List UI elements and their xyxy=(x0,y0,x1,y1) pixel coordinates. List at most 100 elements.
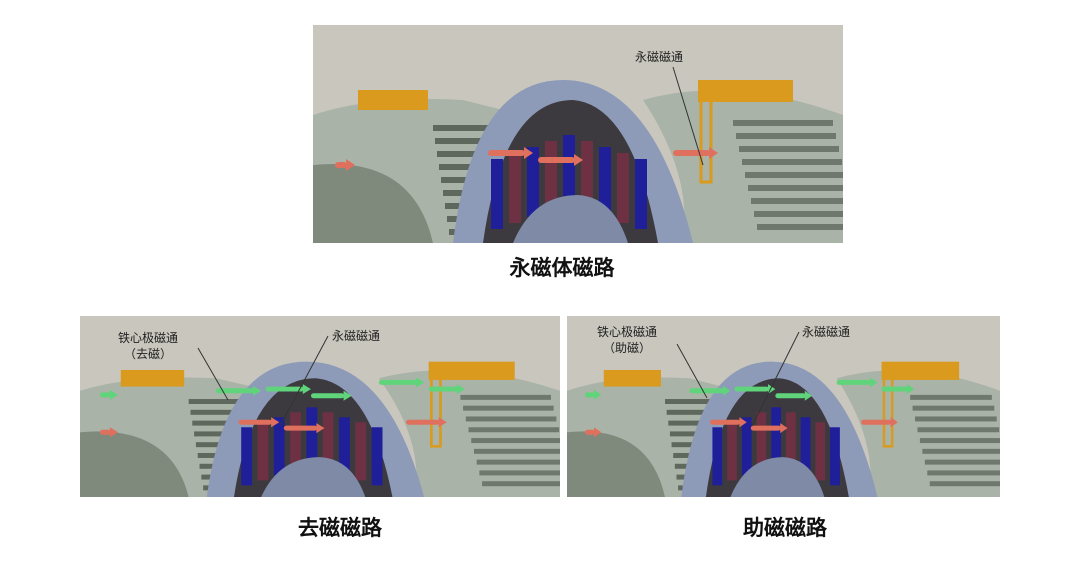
flux-arrow xyxy=(750,425,782,431)
flux-arrow xyxy=(378,379,417,385)
flux-arrow-head xyxy=(109,389,119,400)
flux-arrow-head xyxy=(890,417,898,428)
flux-arrow-head xyxy=(709,147,718,159)
flux-arrow-head xyxy=(906,384,915,395)
flux-arrow-head xyxy=(524,147,533,159)
pm-flux-label: 永磁磁通 xyxy=(802,325,851,339)
flux-arrow-head xyxy=(456,384,465,395)
stator-slot xyxy=(924,459,1000,465)
stator-slot xyxy=(463,405,554,411)
magnet xyxy=(273,417,285,476)
flux-arrow-head xyxy=(438,417,447,428)
stator-slot xyxy=(745,172,843,178)
magnet xyxy=(355,422,367,481)
stator-slot xyxy=(912,405,995,411)
stator-slot xyxy=(927,470,1000,476)
magnet xyxy=(322,412,334,471)
stator-slot xyxy=(757,224,843,230)
stator-slot xyxy=(739,146,839,152)
flux-arrow xyxy=(265,386,304,392)
coil-side xyxy=(882,366,894,448)
demagnetizing-path-figure: 铁心极磁通（去磁） 永磁磁通 xyxy=(80,316,560,497)
magnet xyxy=(339,417,350,476)
flux-arrow xyxy=(836,379,871,385)
magnetizing-path-figure: 铁心极磁通（助磁） 永磁磁通 xyxy=(567,316,1000,497)
magnet xyxy=(712,427,723,486)
rotor-hub xyxy=(730,457,825,497)
flux-arrow-head xyxy=(416,377,425,388)
stator-slot xyxy=(754,211,843,217)
magnet xyxy=(727,422,737,481)
magnet xyxy=(306,407,318,466)
magnet xyxy=(800,417,811,476)
flux-arrow-head xyxy=(346,159,355,171)
magnet xyxy=(581,141,593,211)
flux-arrow xyxy=(673,150,710,156)
flux-arrow-head xyxy=(593,427,602,438)
stator-slot xyxy=(468,427,560,433)
flux-arrow xyxy=(584,429,595,435)
stator-bore xyxy=(80,431,189,497)
stator-slot xyxy=(917,427,1000,433)
stator-slot xyxy=(473,448,560,454)
magnet xyxy=(491,159,503,229)
stator-slot xyxy=(665,399,739,405)
stator-bore xyxy=(313,163,433,243)
stator-bore xyxy=(567,431,666,497)
flux-arrow xyxy=(99,429,111,435)
flux-arrow xyxy=(238,419,272,425)
stator-slot xyxy=(910,394,992,400)
flux-arrow xyxy=(428,386,458,392)
coil xyxy=(881,361,960,380)
coil xyxy=(698,80,793,102)
pm-flux-path-figure: 永磁磁通 xyxy=(313,25,843,243)
magnet xyxy=(741,417,752,476)
stator-slot xyxy=(919,438,1000,444)
magnet xyxy=(509,153,521,223)
magnet xyxy=(617,153,629,223)
magnet xyxy=(785,412,796,471)
magnet xyxy=(563,135,575,205)
flux-arrow-head xyxy=(109,427,119,438)
flux-arrow-head xyxy=(343,390,352,401)
stator-slot xyxy=(471,438,560,444)
stator-slot xyxy=(733,120,833,126)
core-flux-label: 铁心极磁通（去磁） xyxy=(118,331,179,361)
flux-arrow xyxy=(488,150,525,156)
stator-slot xyxy=(476,459,560,465)
flux-arrow-head xyxy=(574,154,583,166)
flux-arrow xyxy=(881,386,908,392)
stator-slot xyxy=(188,399,271,405)
coil xyxy=(428,361,515,380)
flux-arrow xyxy=(406,419,440,425)
flux-arrow xyxy=(584,392,595,398)
stator-slot xyxy=(479,470,560,476)
stator-slot xyxy=(922,448,1000,454)
magnet xyxy=(635,159,647,229)
magnet xyxy=(756,412,767,471)
flux-arrow xyxy=(538,157,575,163)
coil-side xyxy=(430,366,442,448)
magnet xyxy=(830,427,840,486)
stator-slot xyxy=(929,481,1000,487)
magnet xyxy=(241,427,253,486)
flux-arrow xyxy=(775,393,806,399)
flux-arrow xyxy=(283,425,318,431)
stator-slot xyxy=(482,481,560,487)
caption-magnetizing-path: 助磁磁路 xyxy=(743,515,827,540)
core-flux-label: 铁心极磁通（助磁） xyxy=(597,325,658,355)
magnet xyxy=(527,147,539,217)
flux-arrow-head xyxy=(804,390,813,401)
pm-flux-label: 永磁磁通 xyxy=(332,329,381,343)
stator-slot xyxy=(465,416,557,422)
flux-arrow xyxy=(689,388,724,394)
caption-demagnetizing-path: 去磁磁路 xyxy=(298,515,382,540)
right-stator xyxy=(836,370,1000,497)
stator-slot xyxy=(433,125,523,131)
flux-arrow-head xyxy=(593,389,602,400)
flux-arrow xyxy=(734,386,769,392)
flux-arrow xyxy=(709,419,741,425)
coil xyxy=(120,369,185,387)
magnet xyxy=(371,427,383,486)
stator-slot xyxy=(736,133,836,139)
